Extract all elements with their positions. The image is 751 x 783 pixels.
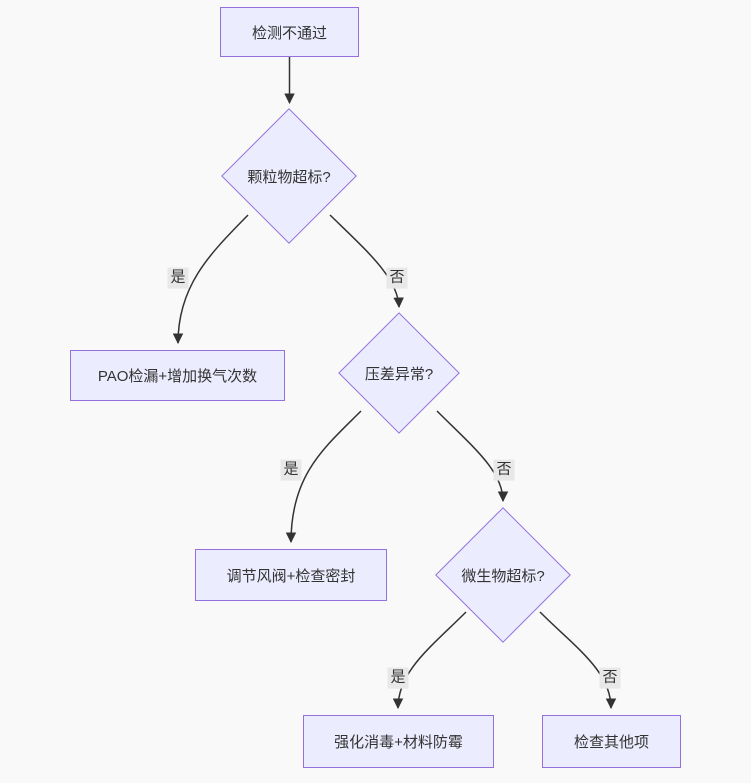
edge-label-microbe-no: 否 [599,667,621,689]
edge-microbe-no-to-other [539,611,617,710]
edge-particulate-no-to-pressure [329,214,404,309]
edge-label-pressure-yes: 是 [280,459,302,481]
node-disinfect-action: 强化消毒+材料防霉 [303,715,494,768]
decision-pressure-label: 压差异常? [364,365,434,383]
edge-label-microbe-yes: 是 [387,667,409,689]
edge-label-particulate-no: 否 [386,267,408,289]
node-pao-action: PAO检漏+增加换气次数 [70,350,285,401]
decision-microbe: 微生物超标? [435,507,571,643]
edge-pressure-yes-to-damper [285,410,362,544]
decision-particulate-label: 颗粒物超标? [247,168,331,186]
node-damper-action: 调节风阀+检查密封 [195,549,387,601]
edge-particulate-yes-to-pao [172,214,249,345]
edge-label-particulate-yes: 是 [167,267,189,289]
decision-pressure: 压差异常? [338,312,460,434]
edge-pressure-no-to-microbe [436,410,509,503]
edge-label-pressure-no: 否 [493,459,515,481]
node-start: 检测不通过 [220,7,359,57]
decision-particulate: 颗粒物超标? [221,108,357,244]
node-check-other-action: 检查其他项 [542,715,681,768]
decision-microbe-label: 微生物超标? [461,567,545,585]
edge-microbe-yes-to-disinfect [392,611,467,710]
